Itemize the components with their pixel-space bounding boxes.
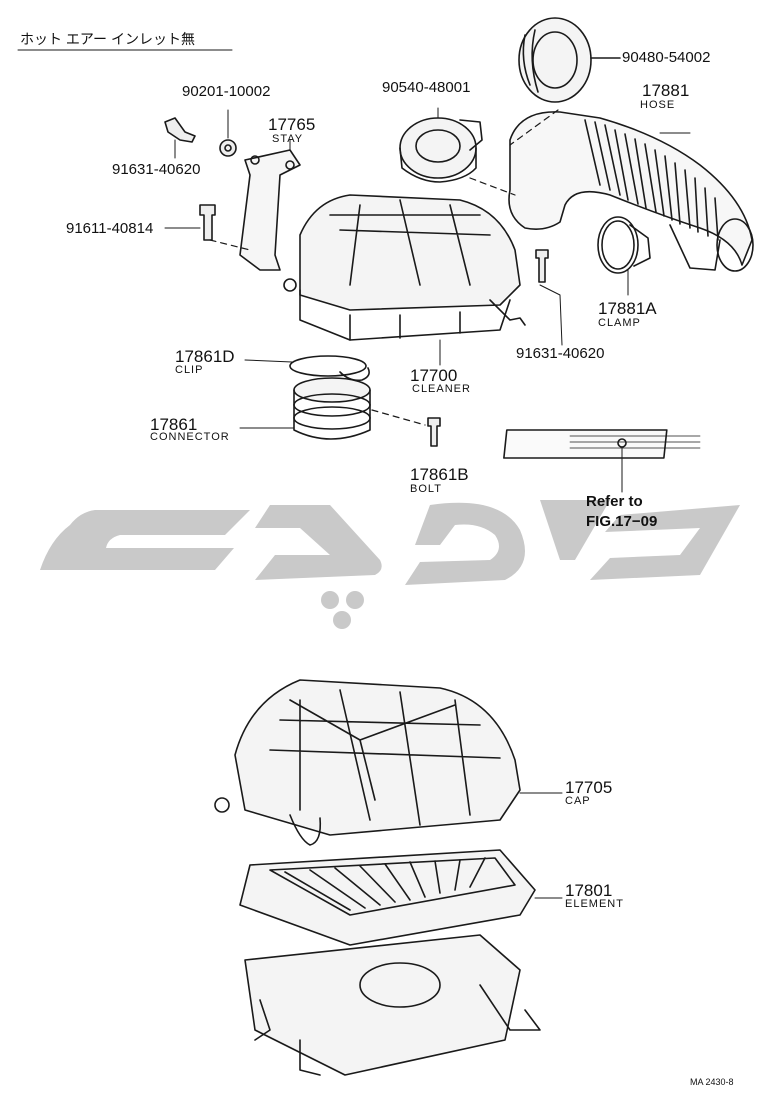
figure-code: MA 2430-8 — [690, 1077, 734, 1087]
part-17861-number: 17861 — [150, 415, 198, 434]
element-drawing — [239, 849, 563, 946]
part-90540-number: 90540-48001 — [382, 79, 471, 96]
part-17881-name: HOSE — [640, 99, 676, 111]
part-90480-number: 90480-54002 — [622, 49, 711, 66]
part-17861b-number: 17861B — [410, 465, 469, 484]
part-17881a-name: CLAMP — [598, 317, 641, 329]
part-91631-number-top: 91631-40620 — [112, 161, 201, 178]
cap-drawing — [214, 679, 563, 846]
part-17765-name: STAY — [272, 133, 304, 145]
part-17700-name: CLEANER — [412, 383, 471, 395]
part-17861d-name: CLIP — [175, 364, 204, 376]
page-title: ホット エアー インレット無 — [20, 31, 195, 47]
part-91611-number: 91611-40814 — [66, 220, 154, 237]
clip-drawing — [244, 355, 370, 382]
part-17861b-name: BOLT — [410, 483, 442, 495]
part-91631-number-right: 91631-40620 — [516, 345, 605, 362]
part-17881-number: 17881 — [642, 81, 690, 100]
grommet-drawing — [518, 17, 621, 103]
part-17700-number: 17700 — [410, 366, 458, 385]
part-17765-number: 17765 — [268, 115, 316, 134]
clamp-drawing — [597, 216, 651, 296]
reference-line-2: FIG.17−09 — [586, 513, 658, 530]
small-bolts — [164, 109, 563, 447]
part-90201-number: 90201-10002 — [182, 83, 271, 100]
part-17861-name: CONNECTOR — [150, 431, 230, 443]
part-17801-name: ELEMENT — [565, 898, 624, 910]
cleaner-assembly-drawing — [283, 194, 526, 366]
reference-line-1: Refer to — [586, 493, 643, 510]
part-17705-number: 17705 — [565, 778, 613, 797]
connector-drawing — [239, 377, 371, 440]
reference-tag-drawing — [503, 429, 701, 493]
watermark-logo — [40, 500, 740, 629]
part-17705-name: CAP — [565, 795, 591, 807]
part-17881a-number: 17881A — [598, 299, 657, 318]
part-17801-number: 17801 — [565, 881, 613, 900]
stay-drawing — [209, 139, 301, 271]
case-drawing — [244, 934, 541, 1076]
part-17861d-number: 17861D — [175, 347, 235, 366]
band-drawing — [399, 107, 516, 196]
hose-drawing — [508, 109, 754, 272]
